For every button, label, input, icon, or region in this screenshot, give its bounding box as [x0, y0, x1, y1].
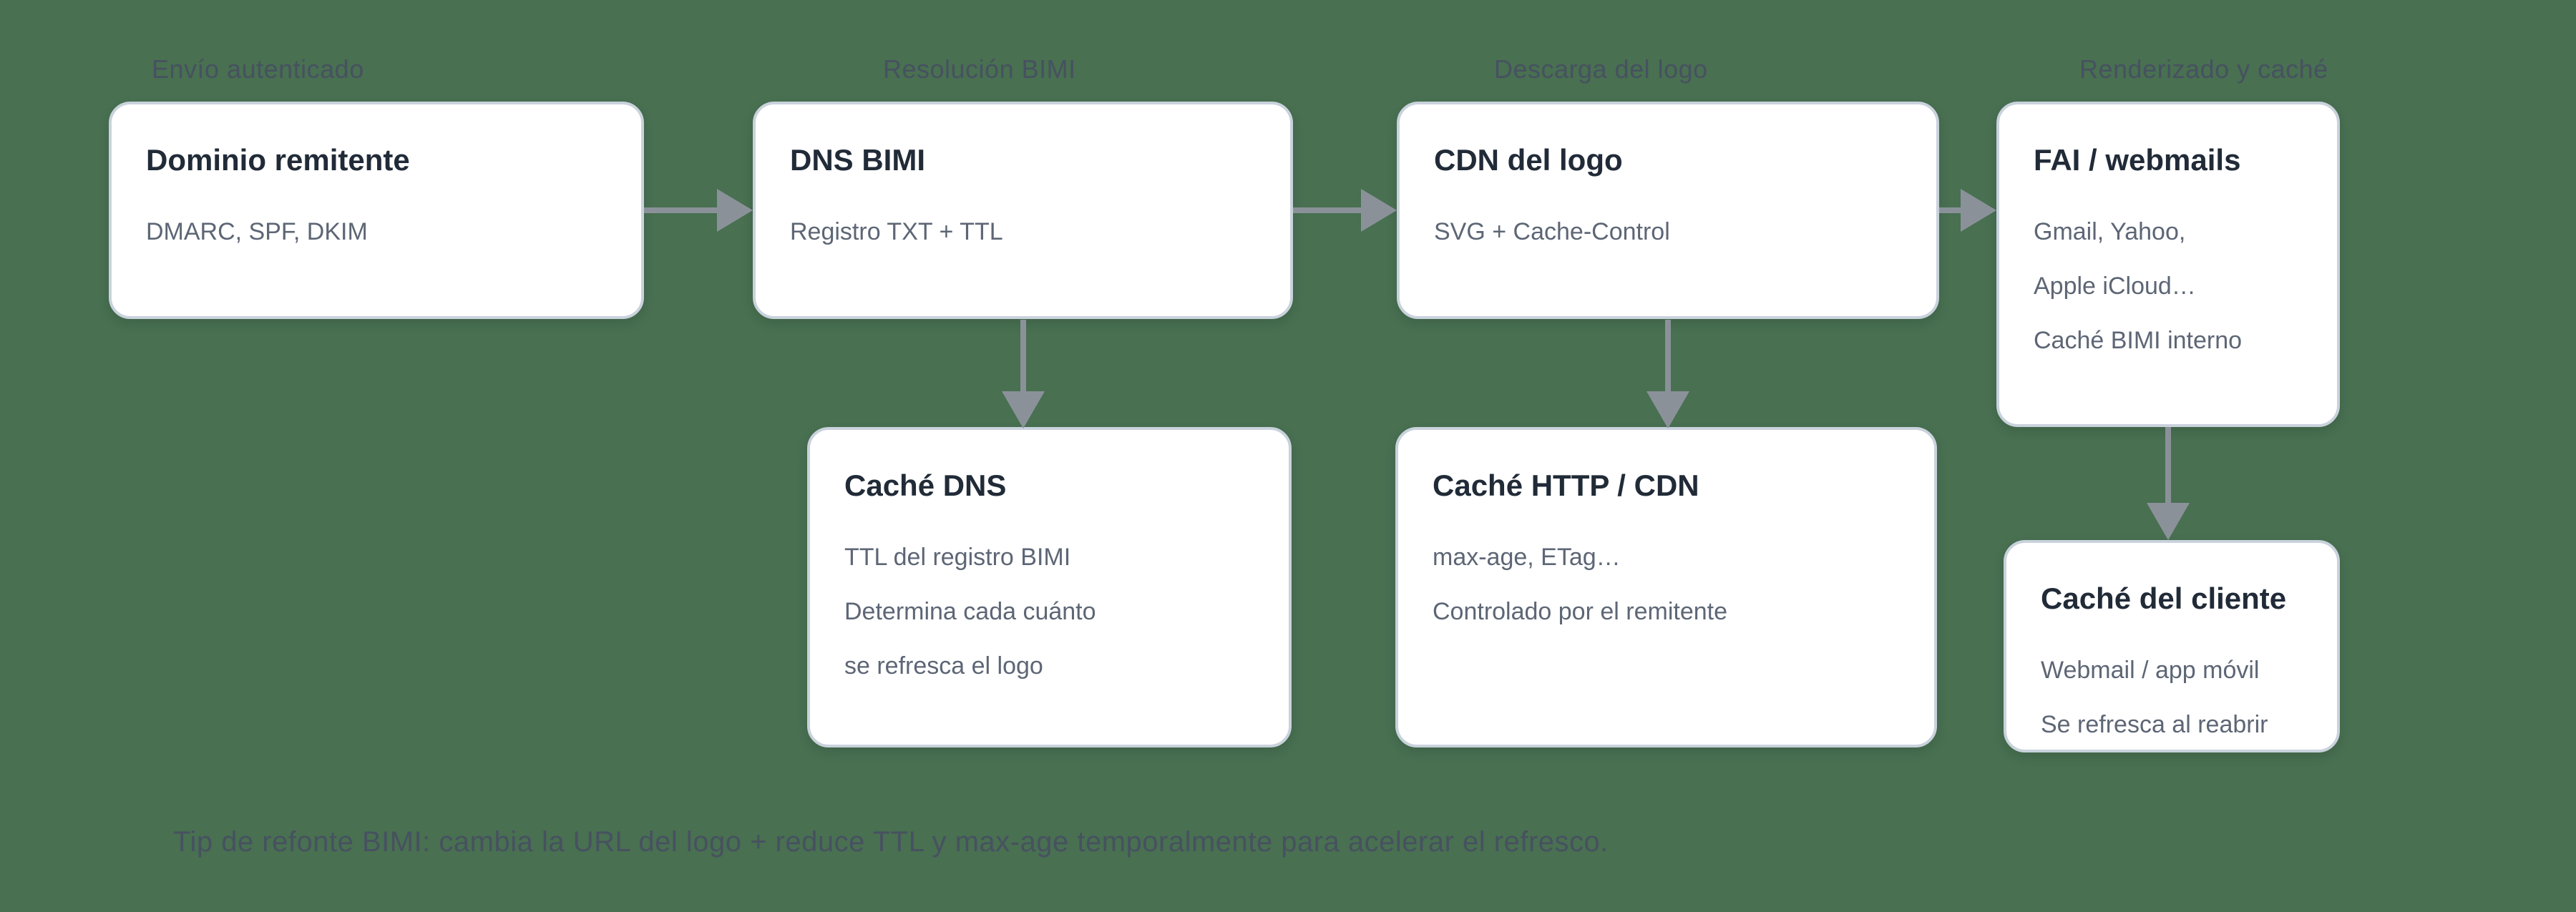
footer-tip-note: Tip de refonte BIMI: cambia la URL del l…: [173, 826, 1609, 858]
node-dns-bimi: DNS BIMI Registro TXT + TTL: [753, 102, 1293, 319]
node-line: SVG + Cache-Control: [1434, 218, 1670, 246]
node-title: FAI / webmails: [2034, 143, 2241, 177]
node-line: Webmail / app móvil: [2041, 657, 2260, 685]
node-line: max-age, ETag…: [1433, 544, 1621, 572]
arrow-stem: [644, 207, 717, 213]
arrow-stem: [2165, 427, 2171, 503]
arrow-head: [717, 189, 753, 232]
node-line: DMARC, SPF, DKIM: [146, 218, 368, 246]
arrow-head: [2147, 503, 2190, 540]
node-title: Caché del cliente: [2041, 582, 2287, 615]
node-line: Controlado por el remitente: [1433, 598, 1728, 626]
node-line: Registro TXT + TTL: [790, 218, 1003, 246]
stage-label-resolucion-bimi: Resolución BIMI: [883, 54, 1076, 84]
node-dominio-remitente: Dominio remitente DMARC, SPF, DKIM: [109, 102, 644, 319]
node-line: Caché BIMI interno: [2034, 327, 2243, 355]
node-title: CDN del logo: [1434, 143, 1623, 177]
node-fai-webmails: FAI / webmails Gmail, Yahoo, Apple iClou…: [1996, 102, 2340, 427]
node-cache-del-cliente: Caché del cliente Webmail / app móvil Se…: [2004, 540, 2340, 752]
stage-label-envio-autenticado: Envío autenticado: [152, 54, 364, 84]
node-line: Se refresca al reabrir: [2041, 711, 2268, 739]
stage-label-descarga-del-logo: Descarga del logo: [1494, 54, 1708, 84]
arrow-head: [1361, 189, 1397, 232]
node-title: Dominio remitente: [146, 143, 410, 177]
arrow-stem: [1020, 320, 1026, 391]
node-line: Apple iCloud…: [2034, 273, 2196, 300]
arrow-stem: [1665, 320, 1671, 391]
node-line: Gmail, Yahoo,: [2034, 218, 2186, 246]
node-line: se refresca el logo: [844, 652, 1043, 680]
node-cache-dns: Caché DNS TTL del registro BIMI Determin…: [807, 427, 1292, 747]
node-title: DNS BIMI: [790, 143, 925, 177]
arrow-head: [1646, 391, 1689, 428]
node-title: Caché DNS: [844, 469, 1007, 502]
arrow-head: [1002, 391, 1045, 428]
arrow-stem: [1939, 207, 1961, 213]
node-cache-http-cdn: Caché HTTP / CDN max-age, ETag… Controla…: [1395, 427, 1937, 747]
arrow-stem: [1293, 207, 1361, 213]
node-line: Determina cada cuánto: [844, 598, 1096, 626]
arrow-head: [1961, 189, 1996, 232]
stage-label-renderizado-cache: Renderizado y caché: [2079, 54, 2328, 84]
node-line: TTL del registro BIMI: [844, 544, 1071, 572]
node-title: Caché HTTP / CDN: [1433, 469, 1699, 502]
node-cdn-del-logo: CDN del logo SVG + Cache-Control: [1397, 102, 1939, 319]
